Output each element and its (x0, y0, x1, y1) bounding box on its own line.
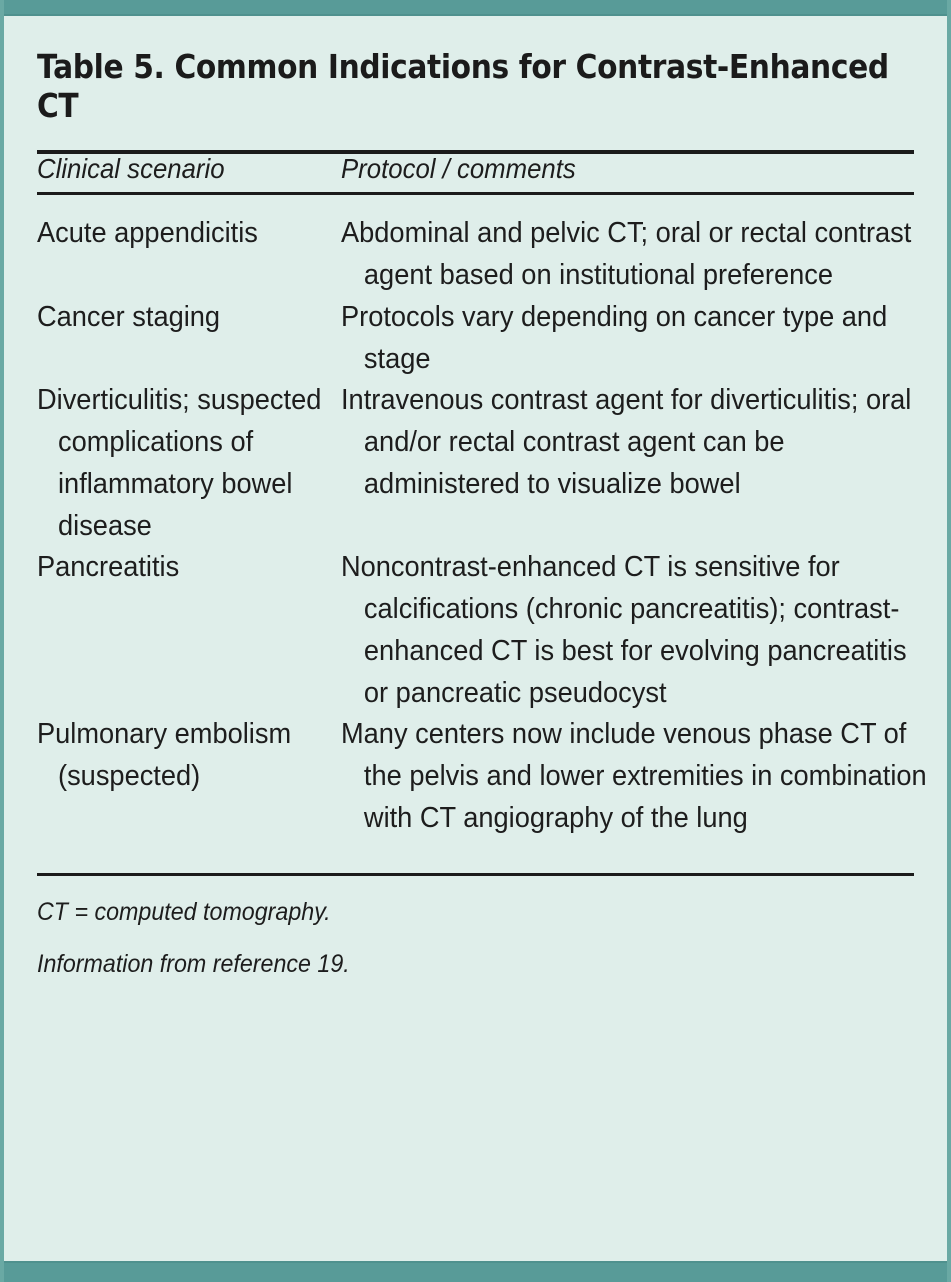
table-row: Diverticulitis; suspected complications … (37, 380, 914, 547)
footnote-abbreviation: CT = computed tomography. (37, 897, 331, 926)
top-accent-bar (4, 0, 947, 16)
table-row: Pancreatitis Noncontrast-enhanced CT is … (37, 547, 914, 714)
cell-protocol-comments: Noncontrast-enhanced CT is sensitive for… (341, 551, 907, 709)
cell-clinical-scenario: Pancreatitis (37, 551, 180, 584)
table-row: Pulmonary embolism (suspected) Many cent… (37, 714, 927, 859)
bottom-accent-bar (4, 1261, 947, 1282)
cell-clinical-scenario: Diverticulitis; suspected complications … (37, 384, 322, 542)
title-divider (37, 149, 914, 154)
column-header-protocol-comments: Protocol / comments (341, 152, 576, 184)
cell-clinical-scenario: Pulmonary embolism (suspected) (37, 718, 292, 793)
table-body-area: Table 5. Common Indications for Contrast… (4, 16, 947, 1261)
table-row: Cancer staging Protocols vary depending … (37, 297, 914, 381)
footnotes: CT = computed tomography. Information fr… (37, 876, 914, 979)
cell-protocol-comments: Intravenous contrast agent for diverticu… (341, 384, 912, 500)
indications-table-body: Acute appendicitis Abdominal and pelvic … (37, 195, 927, 859)
table-header-row: Clinical scenario Protocol / comments (37, 152, 914, 184)
cell-protocol-comments: Many centers now include venous phase CT… (341, 718, 927, 834)
footer-divider (37, 872, 914, 876)
table-row: Acute appendicitis Abdominal and pelvic … (37, 195, 914, 297)
cell-protocol-comments: Protocols vary depending on cancer type … (341, 300, 888, 375)
page-title: Table 5. Common Indications for Contrast… (37, 47, 889, 125)
column-header-clinical-scenario: Clinical scenario (37, 152, 225, 184)
header-divider (37, 192, 914, 196)
cell-protocol-comments: Abdominal and pelvic CT; oral or rectal … (341, 217, 912, 292)
indications-table: Clinical scenario Protocol / comments (37, 152, 914, 184)
cell-clinical-scenario: Cancer staging (37, 300, 221, 333)
cell-clinical-scenario: Acute appendicitis (37, 217, 258, 250)
footnote-source: Information from reference 19. (37, 949, 350, 978)
